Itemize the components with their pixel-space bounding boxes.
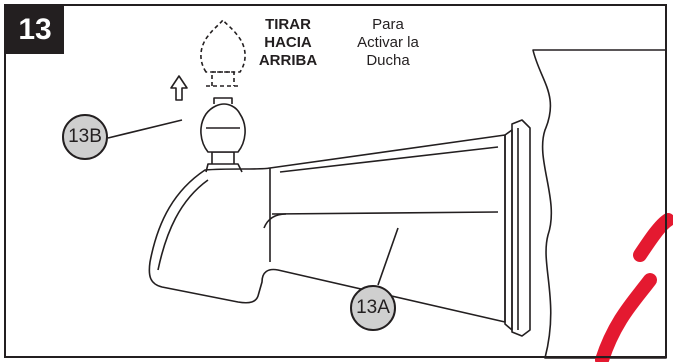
knob-pulled-outline (200, 19, 246, 87)
callout-spout: 13A (350, 285, 396, 331)
instruction-line: HACIA (264, 34, 312, 51)
instruction-line: ARRIBA (258, 52, 318, 69)
pull-up-instruction: TIRAR HACIA ARRIBA (248, 16, 328, 70)
note-line: Ducha (366, 52, 410, 69)
wall-flange (511, 119, 531, 337)
up-arrow-icon (170, 75, 188, 101)
activate-shower-note: Para Activar la Ducha (338, 16, 438, 70)
instruction-line: TIRAR (265, 16, 311, 33)
figure-frame: 13 (4, 4, 667, 358)
step-number-badge: 13 (6, 6, 64, 54)
callout-knob: 13B (62, 114, 108, 160)
note-line: Activar la (357, 34, 419, 51)
diverter-knob-icon (200, 97, 246, 164)
note-line: Para (372, 16, 404, 33)
